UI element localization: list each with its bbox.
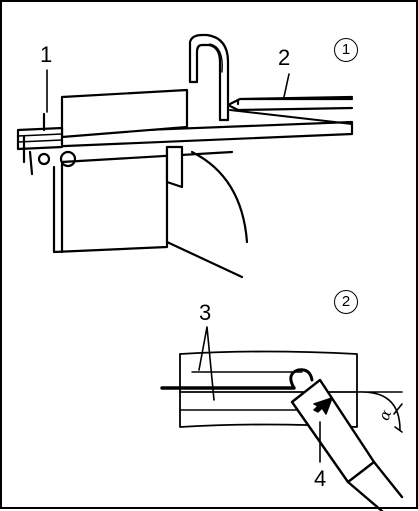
view-2-drawing	[46, 69, 404, 511]
wire-hook	[289, 368, 314, 390]
tool-arm	[290, 378, 404, 511]
step-2-badge: 2	[334, 290, 358, 314]
swing-arc	[190, 150, 249, 244]
view-1-drawing	[16, 33, 354, 279]
angle-reference	[356, 391, 403, 431]
leader-2	[283, 73, 290, 98]
hook	[188, 33, 230, 122]
bottom-plate	[52, 145, 169, 254]
callout-3: 3	[199, 300, 212, 325]
rail-section	[179, 350, 358, 393]
step-1-badge: 1	[334, 38, 358, 62]
callout-2: 2	[278, 45, 291, 70]
leader-3	[198, 326, 215, 401]
callout-4: 4	[314, 466, 327, 491]
push-arrow	[313, 397, 333, 415]
upper-rail	[226, 95, 354, 112]
callout-1: 1	[40, 42, 53, 67]
upright-plate	[60, 88, 189, 139]
